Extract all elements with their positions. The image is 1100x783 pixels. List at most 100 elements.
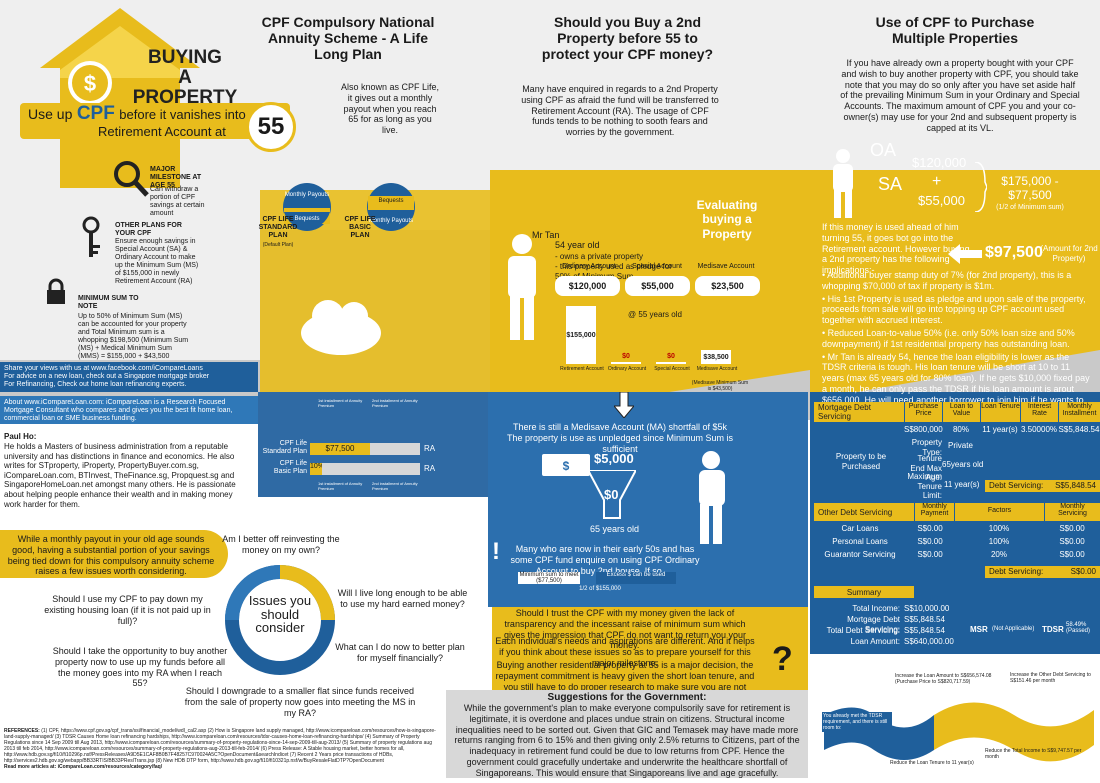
msr-label: MSR (970, 625, 988, 634)
evaluating-title: Evaluating buying a Property (696, 198, 758, 241)
half-sum-label: 1/2 of $155,000 (579, 586, 621, 592)
personal-label: Personal Loans (832, 537, 888, 546)
implications-list: • Additional buyer stamp duty of 7% (for… (822, 270, 1094, 416)
house-icon: $ (40, 8, 200, 188)
house-logo: $ (30, 8, 210, 188)
bar-3: $38,500 (701, 350, 731, 364)
buying-title-line1: BUYING (148, 47, 222, 68)
person-icon-right (826, 148, 860, 220)
banner-text: Use up CPF before it vanishes into Retir… (28, 103, 268, 140)
age-65-label: 65 years old (590, 524, 640, 534)
bg-blue-center (488, 392, 808, 607)
references-label: REFERENCES: (4, 728, 40, 734)
issues-center-3: consider (255, 620, 305, 636)
chart-row-standard-bar-1: $77,500 (310, 443, 370, 455)
bg-blue-right (810, 392, 1100, 654)
shortfall-text: There is still a Medisave Account (MA) s… (506, 422, 734, 454)
sa-value: $55,000 (625, 276, 690, 296)
buying-title: BUYING A PROPERTY (120, 48, 250, 108)
summary-income: Total Income: S$10,000.00 (814, 604, 994, 615)
total-debt-label: Total Debt Servicing: (826, 626, 900, 635)
annuity-text: Also known as CPF Life, it gives out a m… (340, 82, 440, 136)
guarantor-factor: 20% (990, 550, 1007, 559)
down-arrow-icon (612, 391, 636, 419)
cash-0: $0 (604, 487, 619, 502)
bar-value-2: $0 (667, 353, 675, 360)
payout-box (0, 530, 228, 578)
income-value: S$10,000.00 (904, 604, 950, 613)
summary-rows: Total Income:S$10,000.00 Mortgage Debt S… (814, 604, 994, 648)
banner-prefix: Use up (28, 106, 73, 122)
sa-label: SA (878, 174, 903, 194)
issue-downgrade: Should I downgrade to a smaller flat sin… (184, 686, 416, 718)
total-debt-value: S$5,848.54 (904, 626, 945, 635)
standard-plan-diagram (282, 182, 332, 244)
bar-label-1: Ordinary Account (607, 366, 647, 372)
banner-line2: Retirement Account at (98, 124, 226, 139)
banner-line1: before it vanishes into (119, 107, 246, 122)
mr-tan-label: Mr Tan (532, 230, 560, 240)
buying-title-line2: A (178, 66, 192, 88)
share-line-3[interactable]: For Refinancing, Check out home loan ref… (4, 381, 187, 389)
ma-value: $23,500 (695, 276, 760, 296)
row-installment: S$5,848.54 (1058, 425, 1100, 434)
col-interest: Interest Rate (1020, 402, 1058, 422)
exclaim-icon: ! (492, 538, 500, 565)
loan-label: Loan Amount: (850, 637, 900, 646)
income-label: Total Income: (852, 604, 900, 613)
other-debt-value: S$0.00 (1070, 567, 1096, 577)
share-line-1[interactable]: Share your views with us at www.facebook… (4, 365, 203, 372)
bar-2 (656, 362, 686, 364)
accounts-row: Ordinary Account $120,000 Special Accoun… (555, 263, 760, 298)
bullet-3-text: Reduced Loan-to-value 50% (i.e. only 50%… (822, 327, 1075, 349)
chart-row-standard-end: RA (424, 444, 436, 453)
basic-plan-label: CPF LIFE BASIC PLAN (344, 216, 376, 240)
col-installment: Monthly Installment (1058, 402, 1100, 422)
svg-text:$: $ (84, 71, 96, 96)
question-mark-icon: ? (772, 640, 793, 678)
other-plans-text: Ensure enough savings in Special Account… (115, 238, 199, 286)
other-debt-bar: Debt Servicing: S$0.00 (985, 566, 1100, 578)
min-sum-title: MINIMUM SUM TO NOTE (78, 295, 139, 311)
money-bag-icon (296, 288, 386, 358)
tdsr-value: 58.49% (Passed) (1066, 622, 1091, 634)
read-more[interactable]: Read more articles at: iCompareLoan.com/… (4, 764, 163, 770)
chart-row-basic-bar-2 (322, 463, 420, 475)
guarantor-payment: S$0.00 (917, 550, 943, 559)
age-55-badge: 55 (246, 102, 296, 152)
other-plans-title: OTHER PLANS FOR YOUR CPF (115, 222, 182, 238)
debt-servicing-bar: Debt Servicing: S$5,848.54 (985, 480, 1100, 492)
references: REFERENCES: (1) CPF, https://www.cpf.gov… (4, 728, 444, 770)
excess-label: Excess $ can be used (596, 572, 676, 584)
car-label: Car Loans (841, 524, 879, 533)
person-icon-tan (500, 232, 545, 342)
issue-pay-down: Should I use my CPF to pay down my exist… (44, 594, 211, 626)
mortgage-value: S$5,848.54 (904, 615, 945, 624)
guarantor-label: Guarantor Servicing (824, 550, 896, 559)
issues-center: Issues you should consider (235, 594, 325, 635)
chart-second-label-bottom: 2nd installment of Annuity Premium (372, 481, 418, 491)
minus-expr: $175,000 - $77,500 (1001, 174, 1059, 203)
share-line-2[interactable]: For advice on a new loan, check out a Si… (4, 373, 210, 381)
annuity-title: CPF Compulsory National Annuity Scheme -… (261, 14, 435, 63)
other-row-car: Car Loans S$0.00 100% S$0.00 (814, 524, 1100, 537)
standard-plan-sub: (Default Plan) (262, 242, 294, 248)
other-debt-label: Debt Servicing: (989, 567, 1044, 577)
sa-name: Special Account (632, 263, 682, 270)
basic-plan-diagram (366, 182, 416, 244)
other-row-guarantor: Guarantor Servicing S$0.00 20% S$0.00 (814, 550, 1100, 563)
author-text: He holds a Masters of business administr… (4, 442, 236, 509)
trust-box (492, 607, 808, 691)
msr-value: (Not Applicable) (992, 626, 1035, 632)
col-purchase: Purchase Price (904, 402, 942, 422)
trust-text: Should I trust the CPF with my money giv… (503, 608, 747, 651)
property-label: Property to be Purchased (835, 452, 887, 471)
multiple-title: Use of CPF to Purchase Multiple Properti… (875, 14, 1035, 47)
debt-servicing-value: S$5,848.54 (1055, 481, 1096, 491)
bullet-2: • His 1st Property is used as pledge and… (822, 293, 1086, 326)
minus-note: (1/2 of Minimum sum) (996, 204, 1064, 211)
multiple-intro: If you have already own a property bough… (840, 58, 1080, 133)
issues-ring-svg (225, 565, 335, 675)
suggestions-text: While the government's plan to make ever… (454, 703, 800, 778)
